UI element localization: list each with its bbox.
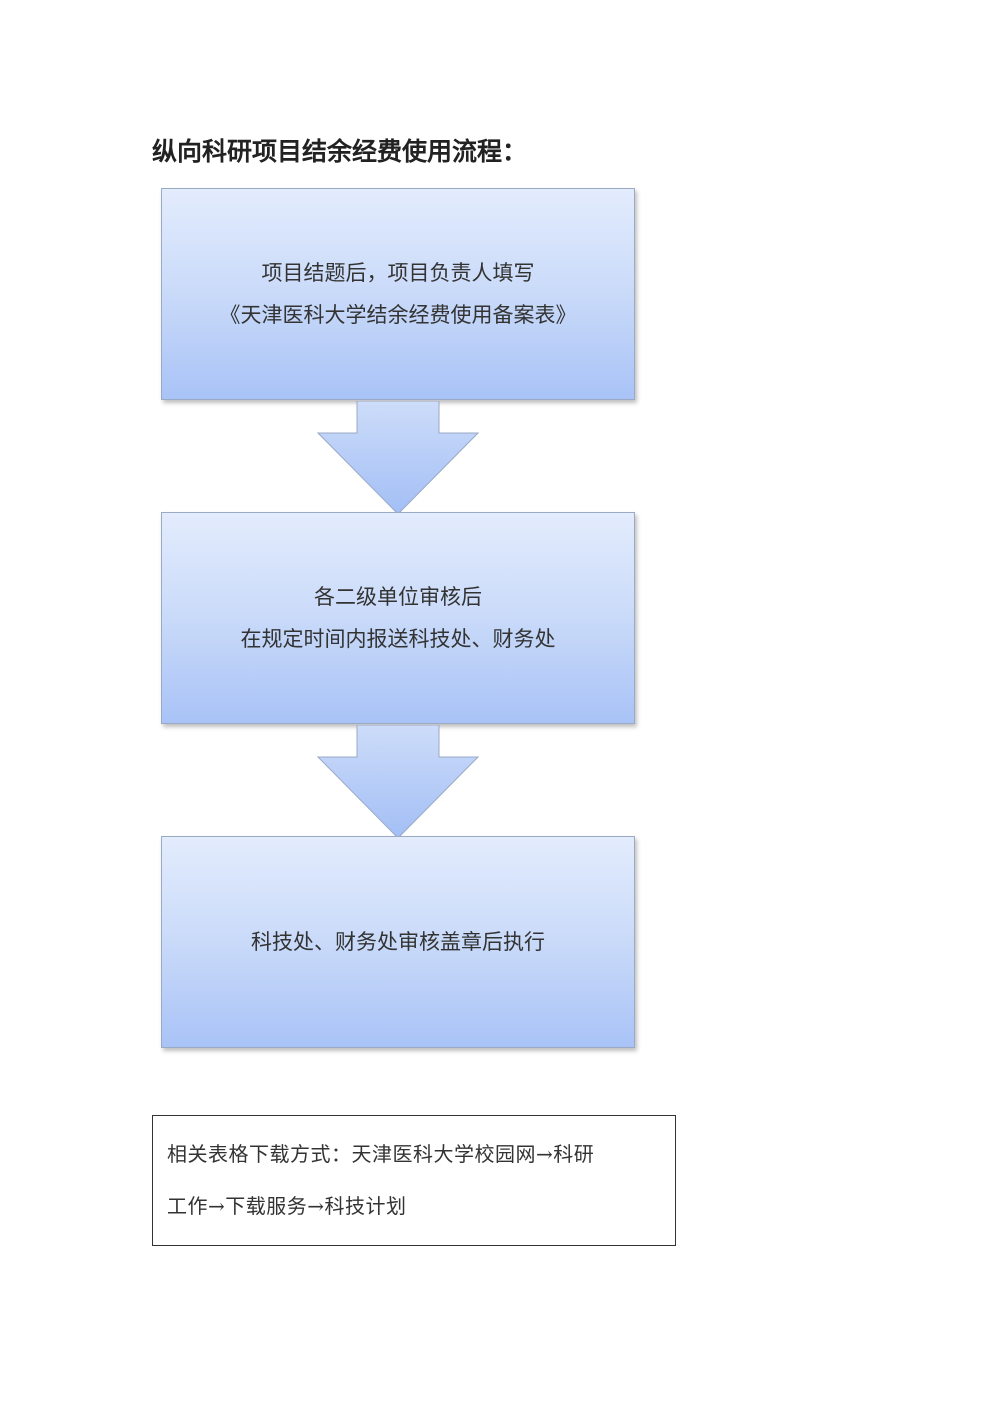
flow-step-2-line-1: 各二级单位审核后 bbox=[314, 585, 482, 609]
flow-step-1-line-1: 项目结题后，项目负责人填写 bbox=[261, 261, 535, 285]
flow-step-1: 项目结题后，项目负责人填写 《天津医科大学结余经费使用备案表》 bbox=[161, 188, 635, 400]
flow-step-1-line-2: 《天津医科大学结余经费使用备案表》 bbox=[219, 303, 577, 327]
down-arrow-icon bbox=[317, 725, 479, 839]
download-note-line-2: 工作→下载服务→科技计划 bbox=[167, 1194, 407, 1218]
flow-step-3-line-1: 科技处、财务处审核盖章后执行 bbox=[251, 930, 545, 954]
flow-step-2-line-2: 在规定时间内报送科技处、财务处 bbox=[240, 627, 556, 651]
download-note-line-1: 相关表格下载方式：天津医科大学校园网→科研 bbox=[167, 1142, 595, 1166]
flow-step-2: 各二级单位审核后 在规定时间内报送科技处、财务处 bbox=[161, 512, 635, 724]
page-title: 纵向科研项目结余经费使用流程： bbox=[152, 137, 528, 166]
download-note: 相关表格下载方式：天津医科大学校园网→科研 工作→下载服务→科技计划 bbox=[152, 1115, 676, 1246]
down-arrow-icon bbox=[317, 401, 479, 515]
flow-step-3: 科技处、财务处审核盖章后执行 bbox=[161, 836, 635, 1048]
